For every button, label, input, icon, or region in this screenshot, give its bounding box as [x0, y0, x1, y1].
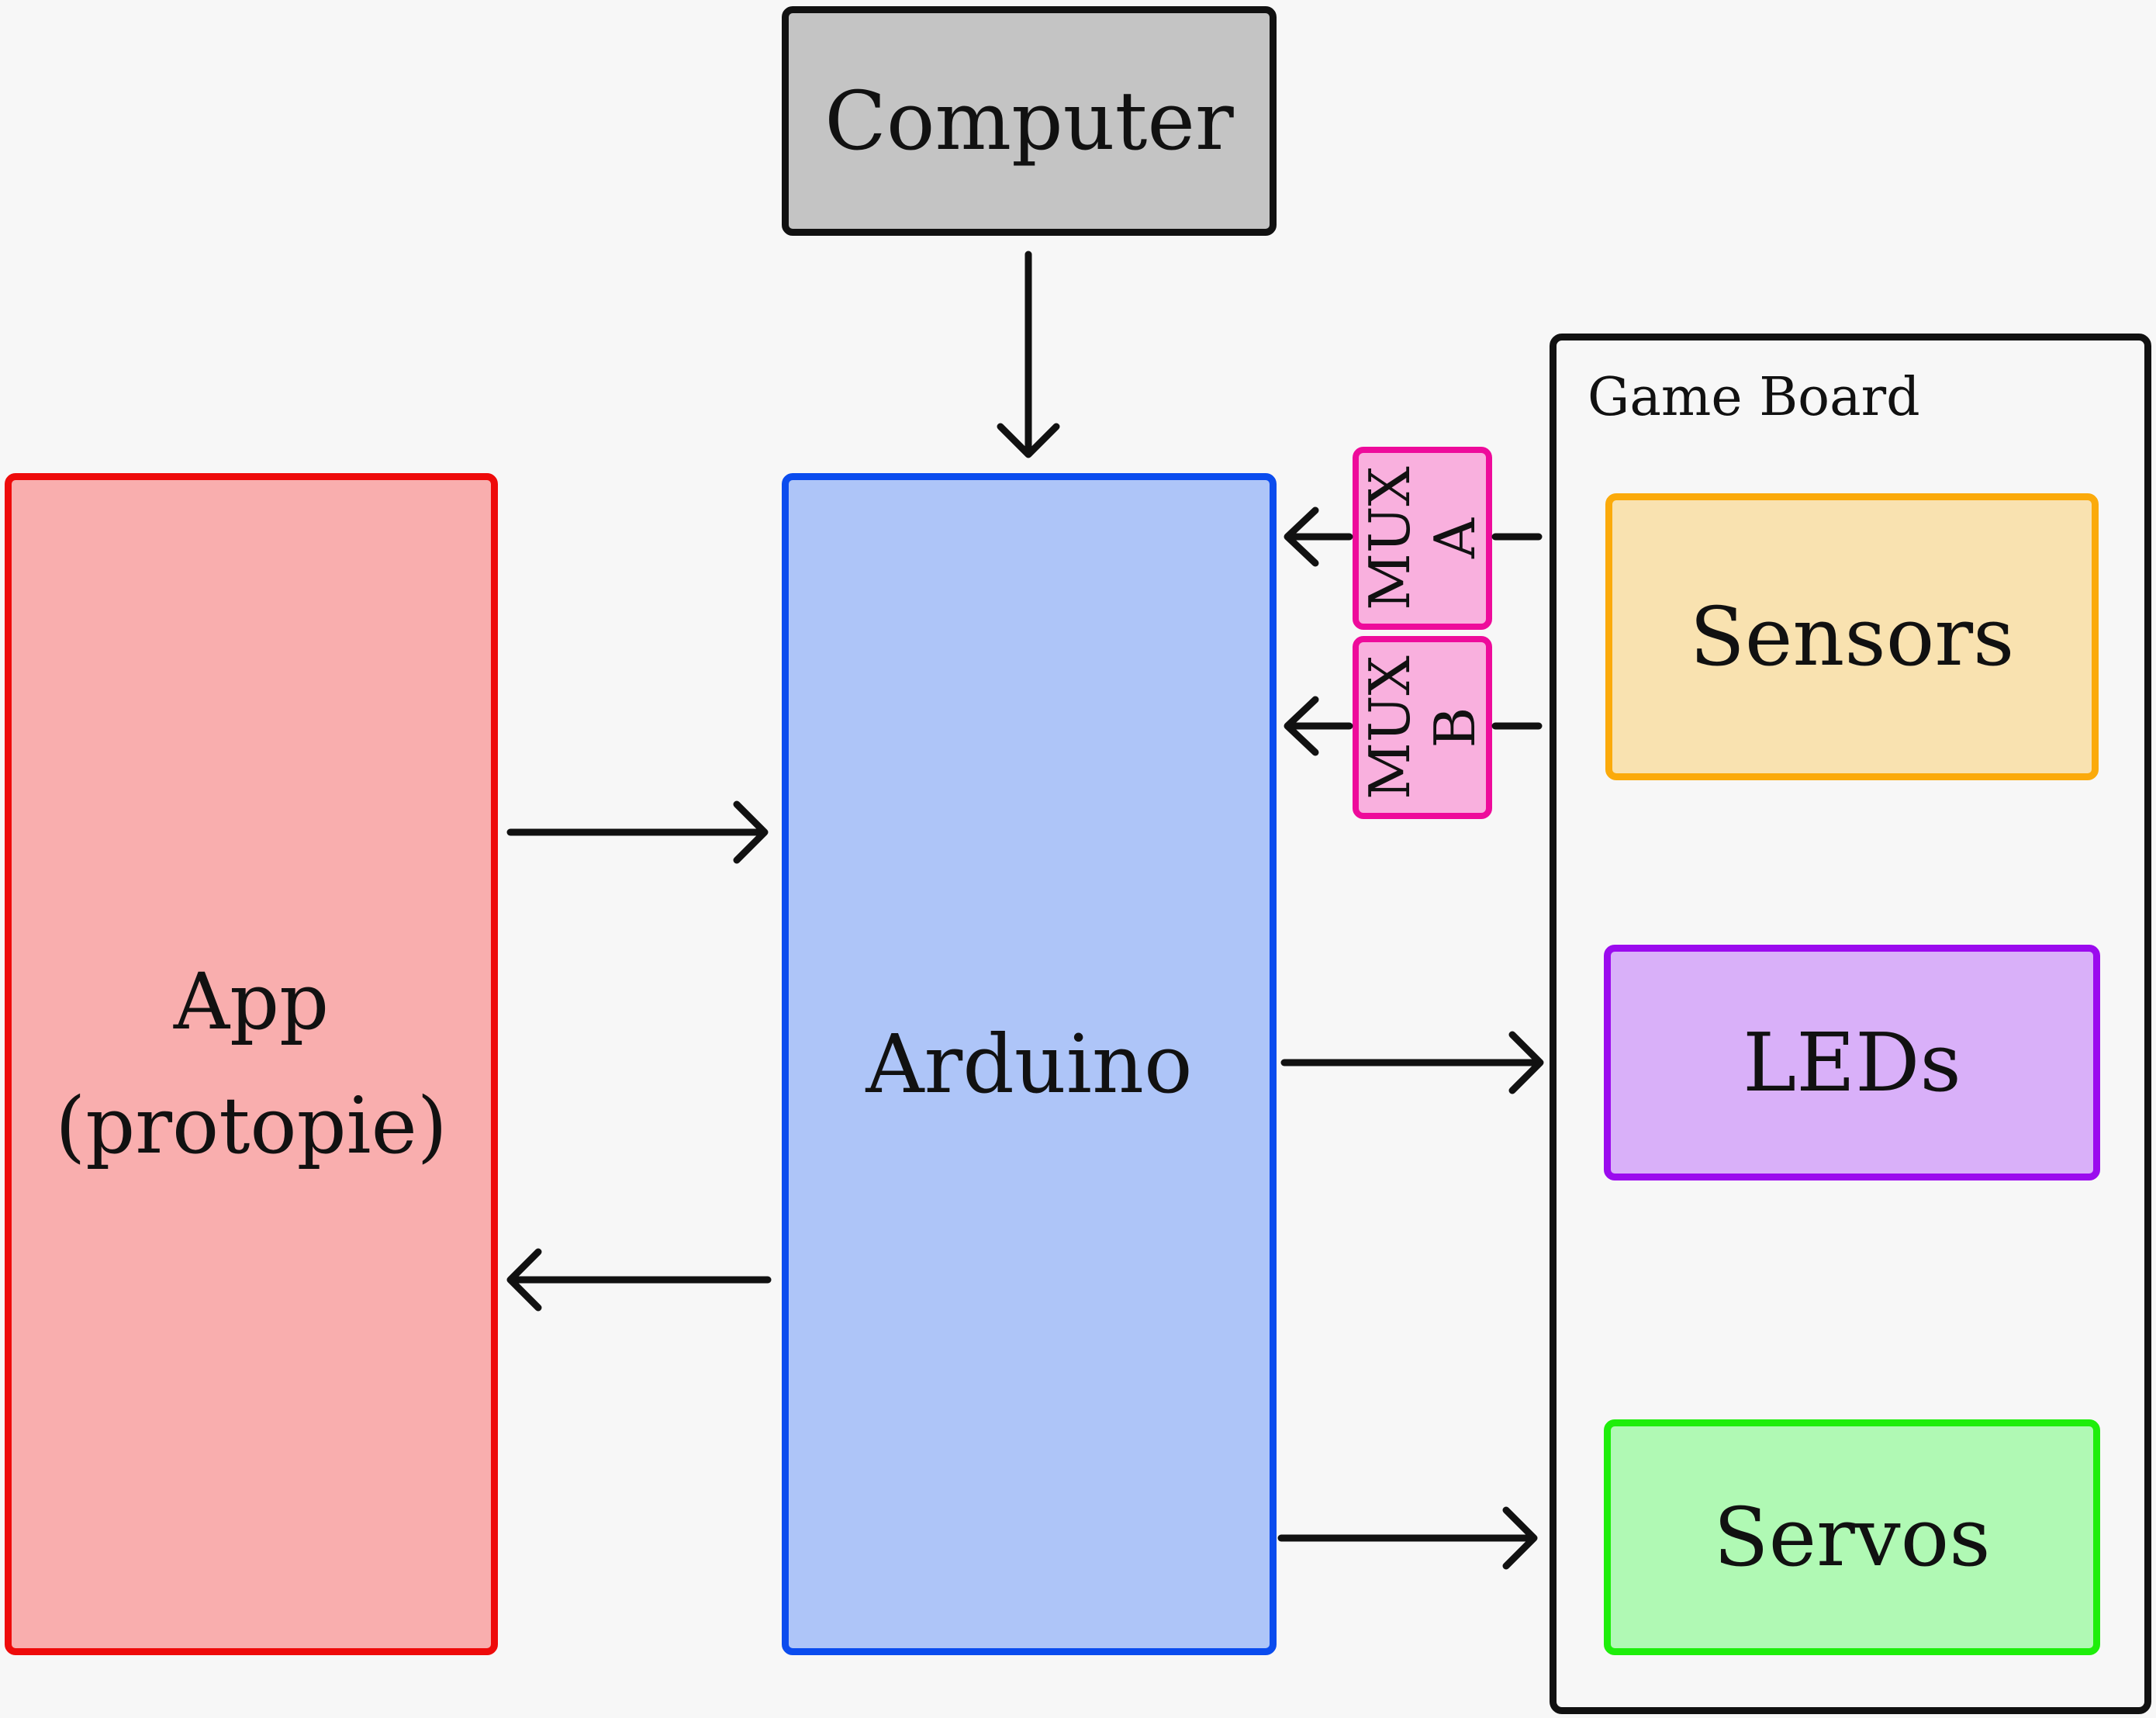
arrow-arduino-to-servos [1277, 1506, 1538, 1570]
arrow-arduino-to-app [506, 1248, 772, 1312]
app-sublabel: (protopie) [55, 1080, 447, 1171]
arrow-gameboard-to-mux-b [1284, 696, 1543, 756]
arrow-computer-to-arduino [997, 251, 1060, 458]
game-board-label: Game Board [1588, 367, 1920, 428]
leds-node: LEDs [1604, 945, 2100, 1180]
app-label: App [173, 956, 330, 1047]
leds-label: LEDs [1743, 1015, 1961, 1110]
computer-node: Computer [782, 6, 1277, 236]
arrow-arduino-to-leds [1280, 1031, 1544, 1094]
computer-label: Computer [824, 74, 1234, 168]
servos-node: Servos [1604, 1419, 2100, 1655]
arduino-label: Arduino [866, 1017, 1193, 1111]
servos-label: Servos [1713, 1490, 1991, 1585]
app-node: App (protopie) [5, 473, 498, 1655]
sensors-node: Sensors [1605, 493, 2099, 780]
mux-b-node: MUX B [1353, 636, 1492, 819]
arduino-node: Arduino [782, 473, 1277, 1655]
sensors-label: Sensors [1689, 589, 2015, 684]
mux-a-node: MUX A [1353, 447, 1492, 630]
arrow-app-to-arduino [506, 800, 769, 864]
arrow-gameboard-to-mux-a [1284, 506, 1543, 567]
